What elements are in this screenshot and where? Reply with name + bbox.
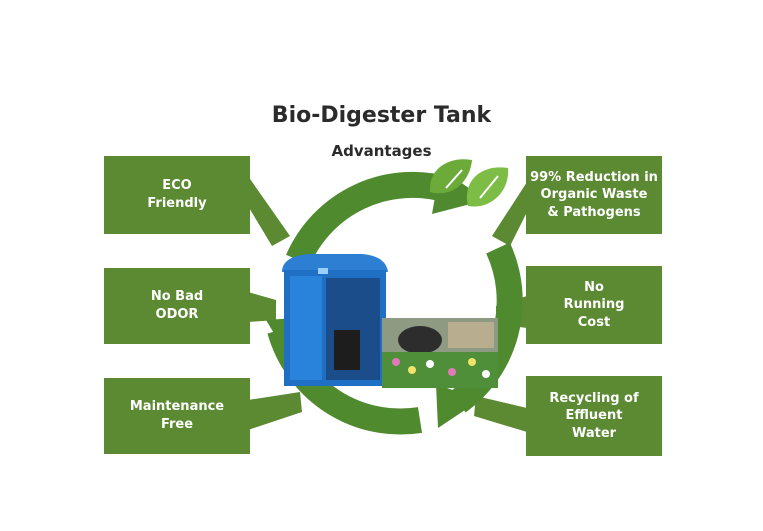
box-eco-friendly: ECO Friendly <box>104 156 250 234</box>
diagram-title: Bio-Digester Tank <box>271 103 492 128</box>
box-label: No Running Cost <box>563 279 625 330</box>
diagram-subtitle: Advantages <box>331 142 432 160</box>
box-no-running-cost: No Running Cost <box>526 266 662 344</box>
box-maintenance-free: Maintenance Free <box>104 378 250 454</box>
box-label: No Bad ODOR <box>150 289 204 322</box>
box-no-bad-odor: No Bad ODOR <box>104 268 250 344</box>
box-recycling-effluent: Recycling of Effluent Water <box>526 376 662 456</box>
box-label: 99% Reduction in Organic Waste & Pathoge… <box>530 169 658 220</box>
box-label: ECO Friendly <box>147 178 207 211</box>
leaf-icon <box>429 159 509 207</box>
box-label: Recycling of Effluent Water <box>549 390 639 441</box>
portable-toilet-icon <box>282 254 388 386</box>
garden-photo <box>382 318 498 388</box>
box-label: Maintenance Free <box>129 399 225 432</box>
box-waste-reduction: 99% Reduction in Organic Waste & Pathoge… <box>526 156 662 234</box>
